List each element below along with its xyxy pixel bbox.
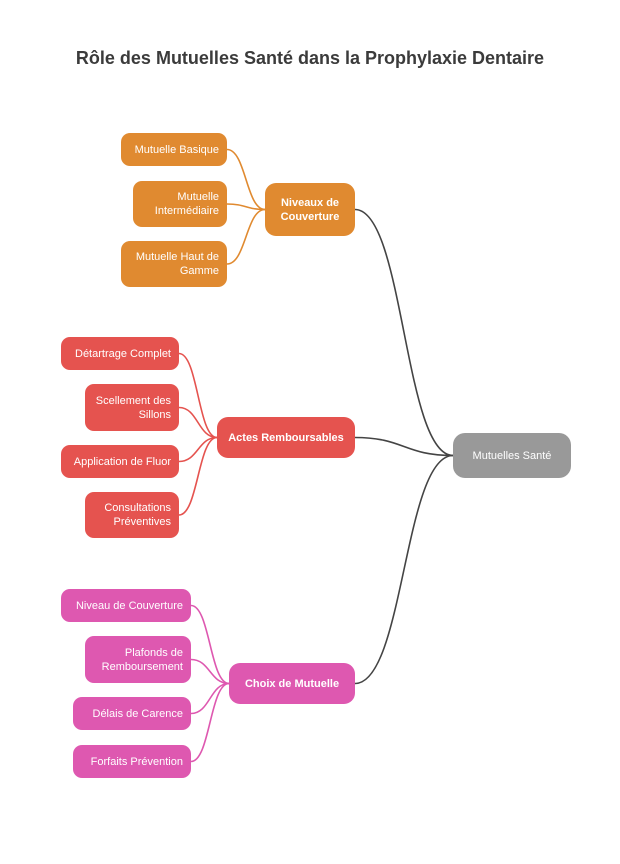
branch-leaf-connector	[190, 658, 230, 685]
branch-niveaux-de-couverture: Niveaux de Couverture	[265, 183, 355, 236]
leaf-detartrage-complet: Détartrage Complet	[61, 337, 179, 370]
leaf-plafonds-de-remboursement: Plafonds de Remboursement	[85, 636, 191, 683]
branch-choix-de-mutuelle: Choix de Mutuelle	[229, 663, 355, 704]
root-node: Mutuelles Santé	[453, 433, 571, 478]
leaf-niveau-de-couverture: Niveau de Couverture	[61, 589, 191, 622]
branch-leaf-connector	[190, 682, 230, 763]
leaf-scellement-des-sillons: Scellement des Sillons	[85, 384, 179, 431]
branch-leaf-connector	[190, 604, 230, 685]
branch-leaf-connector	[226, 208, 266, 265]
leaf-forfaits-prevention: Forfaits Prévention	[73, 745, 191, 778]
branch-leaf-connector	[226, 203, 266, 211]
leaf-mutuelle-basique: Mutuelle Basique	[121, 133, 227, 166]
branch-leaf-connector	[226, 148, 266, 211]
branch-actes-remboursables: Actes Remboursables	[217, 417, 355, 458]
leaf-mutuelle-haut-de-gamme: Mutuelle Haut de Gamme	[121, 241, 227, 287]
leaf-delais-de-carence: Délais de Carence	[73, 697, 191, 730]
branch-leaf-connector	[190, 682, 230, 715]
branch-leaf-connector	[178, 352, 218, 439]
branch-leaf-connector	[178, 406, 218, 439]
leaf-mutuelle-intermediaire: Mutuelle Intermédiaire	[133, 181, 227, 227]
root-branch-connector	[354, 454, 454, 685]
root-branch-connector	[354, 436, 454, 457]
leaf-consultations-preventives: Consultations Préventives	[85, 492, 179, 538]
leaf-application-de-fluor: Application de Fluor	[61, 445, 179, 478]
diagram-title: Rôle des Mutuelles Santé dans la Prophyl…	[75, 48, 545, 68]
root-branch-connector	[354, 208, 454, 457]
branch-leaf-connector	[178, 436, 218, 516]
